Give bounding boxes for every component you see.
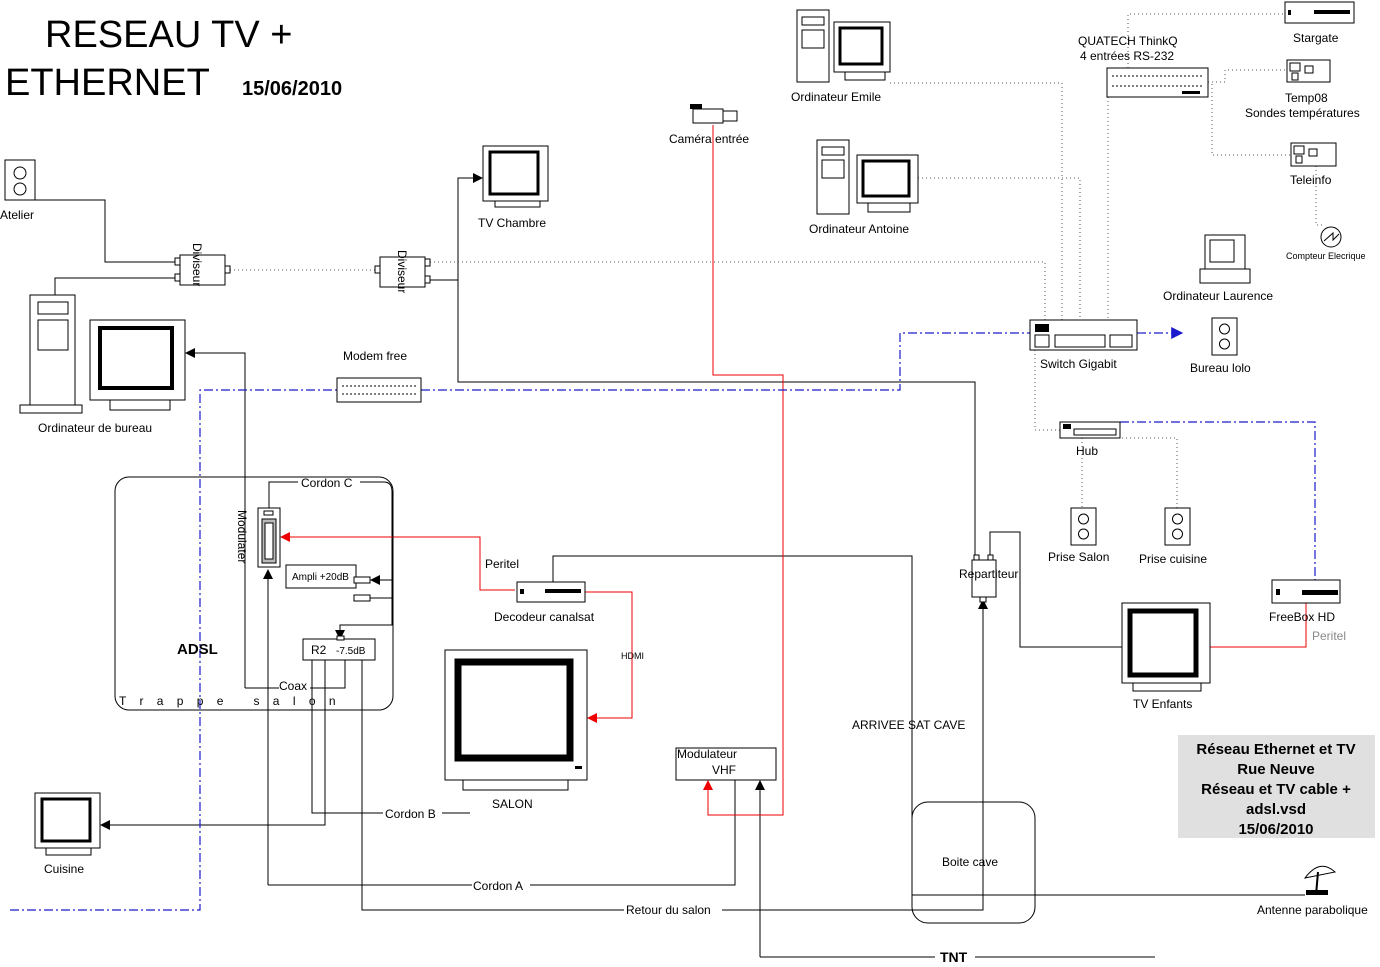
stargate-label: Stargate	[1293, 31, 1339, 45]
info-line-5: 15/06/2010	[1238, 821, 1313, 838]
tv-chambre	[482, 145, 549, 208]
trappe-salon-label: T r a p p e s a l o n	[119, 694, 341, 708]
teleinfo-label: Teleinfo	[1290, 173, 1332, 187]
bureau-lolo-outlet	[1211, 317, 1238, 356]
quatech-label-1: QUATECH ThinkQ	[1078, 34, 1178, 48]
info-box: Réseau Ethernet et TV Rue Neuve Réseau e…	[1178, 735, 1375, 838]
cordon-c-label: Cordon C	[301, 476, 353, 490]
compteur-label: Compteur Elecrique	[1286, 251, 1366, 261]
bureau-lolo-label: Bureau lolo	[1190, 361, 1251, 375]
modulateur-vhf	[675, 747, 777, 781]
camera-label: Caméra entrée	[669, 132, 749, 146]
adsl-label: ADSL	[177, 641, 218, 658]
ordinateur-antoine	[816, 139, 919, 215]
info-line-4: adsl.vsd	[1246, 801, 1306, 818]
quatech-device	[1106, 67, 1209, 98]
decodeur-canalsat	[516, 581, 586, 603]
peritel-label: Peritel	[485, 557, 519, 571]
modulateur-vhf-label-2: VHF	[712, 763, 736, 777]
repartiteur-label: Repartiteur	[959, 567, 1018, 581]
hub-label: Hub	[1076, 444, 1098, 458]
title-line2: ETHERNET	[5, 62, 210, 104]
temp08-board	[1286, 59, 1331, 83]
modulater-device	[257, 507, 281, 568]
tv-enfants-label: TV Enfants	[1133, 697, 1192, 711]
r2-db-label: -7.5dB	[336, 646, 366, 657]
satellite-dish-icon	[1303, 865, 1337, 896]
freebox-hd	[1271, 579, 1341, 604]
ordinateur-laurence-label: Ordinateur Laurence	[1163, 289, 1273, 303]
r2-splitter	[302, 635, 376, 661]
boite-cave-box	[911, 801, 1036, 924]
cuisine-label: Cuisine	[44, 862, 84, 876]
ordinateur-emile	[796, 9, 891, 83]
modulater-label: Modulater	[235, 510, 249, 563]
ordinateur-laurence-laptop	[1199, 234, 1251, 284]
boite-cave-label: Boite cave	[942, 855, 998, 869]
cordon-b-label: Cordon B	[385, 807, 436, 821]
salon-tv	[444, 649, 588, 791]
diviseur-2: Diviseur	[374, 250, 431, 293]
prise-cuisine-outlet	[1164, 507, 1191, 546]
freebox-peritel-label: Peritel	[1312, 629, 1346, 643]
repartiteur-device	[971, 554, 997, 603]
cuisine-tv	[34, 792, 101, 856]
ordinateur-emile-label: Ordinateur Emile	[791, 90, 881, 104]
antenne-label: Antenne parabolique	[1257, 903, 1368, 917]
title-date: 15/06/2010	[242, 78, 342, 100]
data-cables	[230, 13, 1324, 508]
teleinfo-board	[1290, 142, 1337, 167]
ampli-device	[285, 564, 371, 602]
modem-free	[336, 377, 422, 403]
arrivee-sat-label: ARRIVEE SAT CAVE	[852, 718, 965, 732]
retour-salon-label: Retour du salon	[626, 903, 711, 917]
prise-salon-label: Prise Salon	[1048, 550, 1109, 564]
diviseur-1-label: Diviseur	[190, 243, 204, 286]
hdmi-label: HDMI	[621, 651, 644, 661]
ethernet-cables	[10, 327, 1316, 911]
diviseur-2-label: Diviseur	[395, 250, 409, 293]
video-cables	[280, 125, 1307, 816]
title-line1: RESEAU TV +	[45, 14, 292, 56]
decodeur-label: Decodeur canalsat	[494, 610, 595, 624]
coax-cables	[20, 173, 1305, 958]
ampli-label: Ampli +20dB	[292, 572, 349, 583]
ordinateur-antoine-label: Ordinateur Antoine	[809, 222, 909, 236]
coax-label: Coax	[279, 679, 307, 693]
diviseur-1: Diviseur	[174, 243, 231, 286]
info-line-1: Réseau Ethernet et TV	[1196, 741, 1355, 758]
quatech-label-2: 4 entrées RS-232	[1080, 49, 1174, 63]
r2-label: R2	[311, 643, 327, 657]
atelier-label: Atelier	[0, 208, 34, 222]
ordinateur-bureau-label: Ordinateur de bureau	[38, 421, 152, 435]
camera-icon	[690, 104, 738, 124]
info-line-2: Rue Neuve	[1237, 761, 1315, 778]
switch-gigabit	[1029, 319, 1138, 351]
salon-label: SALON	[492, 797, 533, 811]
tnt-label: TNT	[940, 949, 968, 965]
atelier-outlet	[4, 159, 36, 201]
modem-free-label: Modem free	[343, 349, 407, 363]
tv-chambre-label: TV Chambre	[478, 216, 546, 230]
temp08-label-2: Sondes températures	[1245, 106, 1360, 120]
info-line-3: Réseau et TV cable +	[1201, 781, 1351, 798]
temp08-label-1: Temp08	[1285, 91, 1328, 105]
stargate-device	[1284, 1, 1355, 24]
trappe-salon-box	[114, 476, 394, 711]
freebox-label: FreeBox HD	[1269, 610, 1335, 624]
compteur-icon	[1320, 226, 1342, 248]
cordon-a-label: Cordon A	[473, 879, 523, 893]
ordinateur-bureau	[19, 294, 186, 414]
hub-device	[1059, 421, 1121, 439]
prise-salon-outlet	[1070, 507, 1097, 546]
prise-cuisine-label: Prise cuisine	[1139, 552, 1207, 566]
switch-label: Switch Gigabit	[1040, 357, 1117, 371]
modulateur-vhf-label-1: Modulateur	[677, 747, 737, 761]
tv-enfants	[1121, 602, 1211, 692]
